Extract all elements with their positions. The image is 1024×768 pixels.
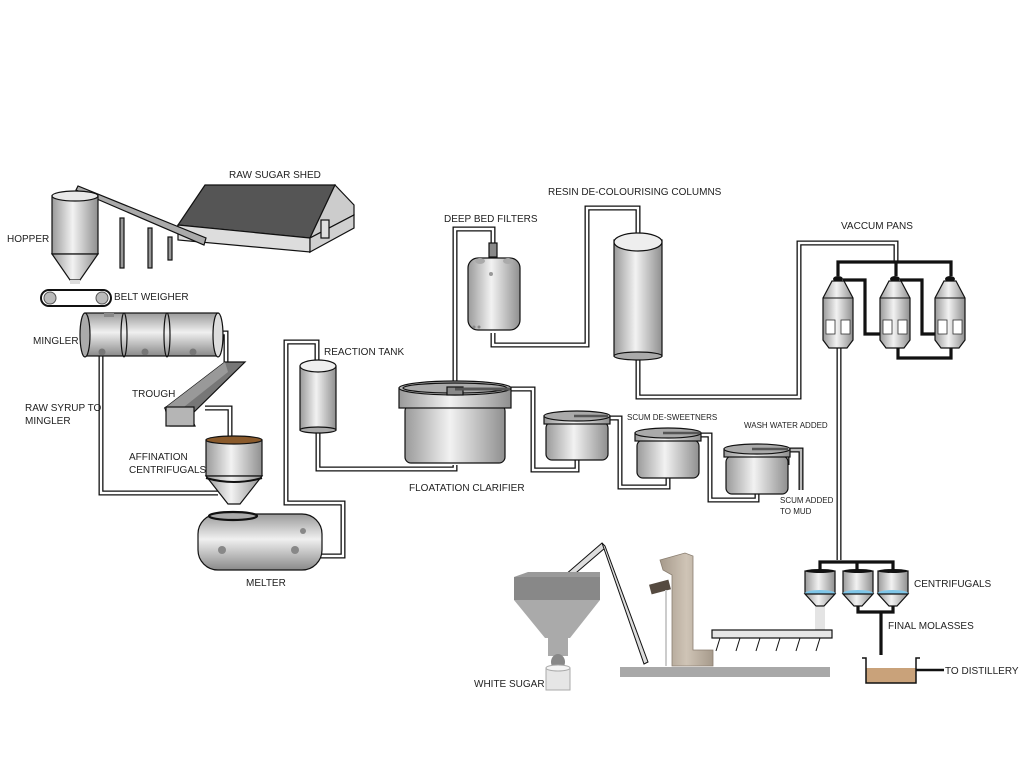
label-hopper: HOPPER <box>7 234 49 245</box>
label-vacuum-pans: VACCUM PANS <box>841 221 913 232</box>
label-raw-syrup-1: RAW SYRUP TO <box>25 403 102 414</box>
label-mingler: MINGLER <box>33 336 79 347</box>
label-raw-sugar-shed: RAW SUGAR SHED <box>229 170 321 181</box>
label-floatation-clarifier: FLOATATION CLARIFIER <box>409 483 525 494</box>
vacuum-pan-2 <box>879 276 911 349</box>
deep-bed-filter <box>467 242 521 331</box>
scum-desweetner-1 <box>543 410 611 461</box>
vacuum-pan-3 <box>934 276 966 349</box>
raw-sugar-shed <box>176 183 355 254</box>
trough <box>163 361 247 427</box>
label-white-sugar: WHITE SUGAR <box>474 679 545 690</box>
melter <box>197 510 323 571</box>
label-melter: MELTER <box>246 578 286 589</box>
label-scum-mud-2: TO MUD <box>780 507 812 516</box>
label-final-molasses: FINAL MOLASSES <box>888 621 974 632</box>
label-trough: TROUGH <box>132 389 175 400</box>
mingler <box>79 312 224 358</box>
label-affination-2: CENTRIFUGALS <box>129 465 207 476</box>
scum-desweetner-2 <box>634 427 702 479</box>
label-centrifugals: CENTRIFUGALS <box>914 579 992 590</box>
molasses-tank <box>862 657 944 684</box>
label-affination-1: AFFINATION <box>129 452 188 463</box>
centrifugal-1 <box>803 569 837 635</box>
label-reaction-tank: REACTION TANK <box>324 347 405 358</box>
vacuum-pan-1 <box>822 276 854 349</box>
centrifugals <box>803 560 910 655</box>
label-belt-weigher: BELT WEIGHER <box>114 292 189 303</box>
label-wash-water: WASH WATER ADDED <box>744 421 828 430</box>
belt-weigher <box>40 289 112 307</box>
conveyor-to-hopper <box>75 185 207 269</box>
floatation-clarifier <box>398 380 512 464</box>
affination-centrifugal <box>204 435 264 505</box>
white-sugar-line <box>514 542 833 691</box>
scum-desweetner-3 <box>723 443 791 495</box>
hopper <box>50 190 100 284</box>
vacuum-pans <box>822 260 966 360</box>
centrifugal-3 <box>876 569 910 607</box>
pipes <box>98 205 899 560</box>
centrifugal-2 <box>841 569 875 607</box>
label-to-distillery: TO DISTILLERY <box>945 666 1019 677</box>
reaction-tank <box>299 359 337 434</box>
label-deep-bed-filters: DEEP BED FILTERS <box>444 214 538 225</box>
resin-decolourising-column <box>613 232 663 361</box>
label-raw-syrup-2: MINGLER <box>25 416 71 427</box>
label-scum-mud-1: SCUM ADDED <box>780 496 834 505</box>
label-scum-desweetners: SCUM DE-SWEETNERS <box>627 413 717 422</box>
label-resin-columns: RESIN DE-COLOURISING COLUMNS <box>548 187 722 198</box>
